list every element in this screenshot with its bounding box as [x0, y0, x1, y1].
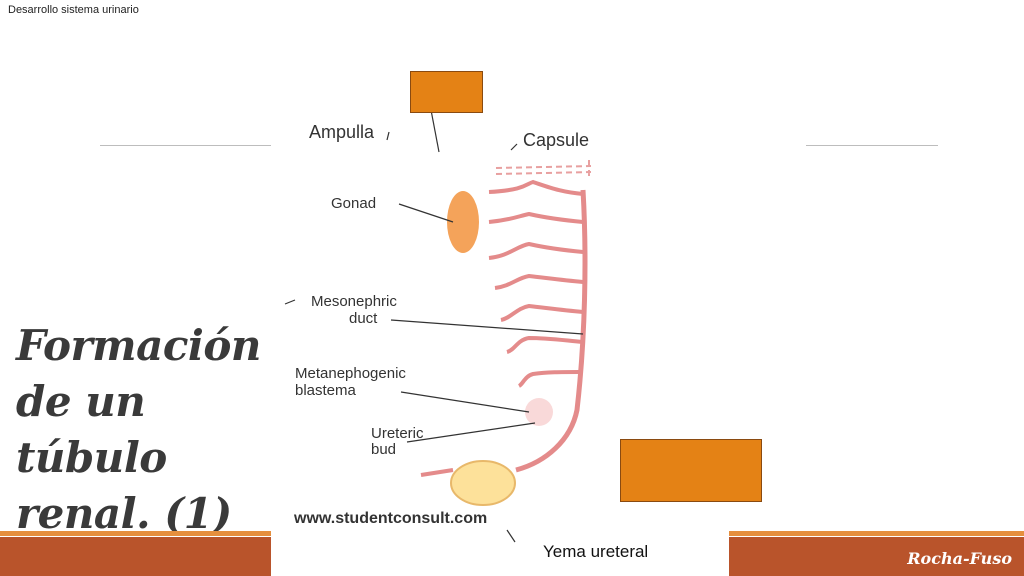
title-line-2: de un: [16, 377, 146, 426]
blastema-shape: [525, 398, 553, 426]
figure-source-url: www.studentconsult.com: [294, 510, 488, 527]
bladder-shape: [450, 460, 516, 506]
label-mesonephric-line2: duct: [349, 310, 378, 327]
figure-drawing: [284, 110, 592, 543]
label-capsule: Capsule: [523, 130, 590, 150]
title-rule-left: [100, 145, 275, 146]
label-ampulla: Ampulla: [309, 122, 375, 142]
label-gonad: Gonad: [331, 195, 377, 212]
gonad-shape: [447, 191, 479, 253]
title-line-3: túbulo: [16, 433, 167, 482]
footer-brand: Rocha-Fuso: [907, 549, 1012, 568]
callout-box-right: [620, 439, 762, 502]
title-rule-right: [806, 145, 938, 146]
callout-yema-ureteral: Yema ureteral: [543, 542, 649, 561]
label-mesonephric-line1: Mesonephric: [311, 293, 397, 310]
label-ureteric-line1: Ureteric: [371, 425, 424, 442]
slide-header: Desarrollo sistema urinario: [8, 4, 139, 16]
leader-lines: [284, 110, 584, 543]
mesonephric-tubules: [488, 179, 584, 388]
label-ureteric-line2: bud: [371, 441, 397, 458]
capsule-outline: [495, 160, 592, 180]
label-metanephogenic-line1: Metanephogenic: [295, 365, 406, 382]
kidney-development-figure: Ampulla Capsule Gonad Mesonephric duct M…: [271, 110, 729, 576]
cloaca-tail: [420, 468, 454, 477]
label-metanephogenic-line2: blastema: [295, 382, 356, 399]
title-line-1: Formación: [16, 321, 261, 370]
title-line-4: renal. (1): [16, 489, 232, 538]
mesonephric-duct-shape: [515, 189, 588, 473]
callout-box-top: [410, 71, 483, 113]
slide-title: Formación de un túbulo renal. (1): [16, 318, 266, 542]
